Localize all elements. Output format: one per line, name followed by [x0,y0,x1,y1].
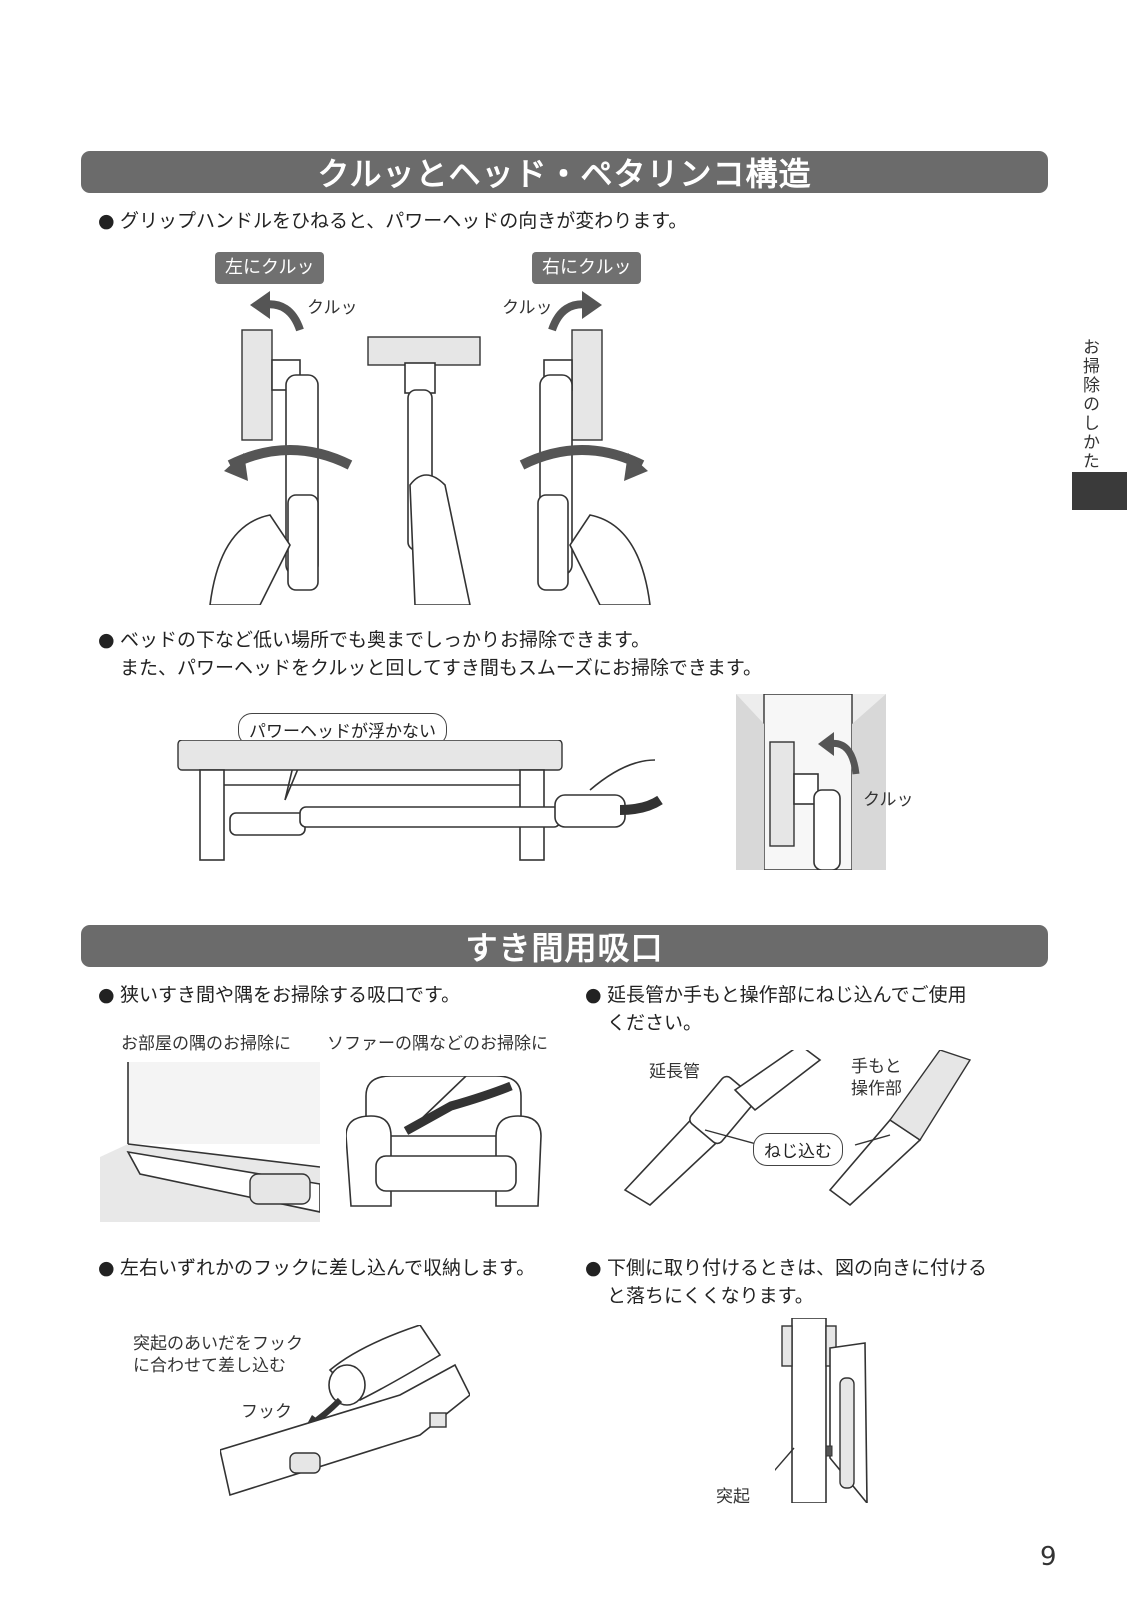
side-tab-marker [1072,472,1127,510]
head-rotation-illustration [209,291,651,605]
caption-sofa-corner: ソファーの隅などのお掃除に [327,1034,548,1054]
bullet-crevice-nozzle: ●狭いすき間や隅をお掃除する吸口です。 [98,982,460,1009]
sofa-corner-illustration [346,1076,542,1207]
label-extension-pipe: 延長管 [649,1062,700,1082]
bullet-screw-in-line2: ください。 [607,1012,703,1034]
bullet-low-places-line2: また、パワーヘッドをクルッと回してすき間もスムーズにお掃除できます。 [120,657,763,679]
section-title-kurutto: クルッとヘッド・ペタリンコ構造 [81,151,1048,193]
bullet-dot: ● [98,210,115,232]
callout-screw-in: ねじ込む [753,1133,843,1166]
bullet-dot: ● [585,1257,602,1279]
label-hand-control-line1: 手もと [851,1057,902,1077]
bullet-text: グリップハンドルをひねると、パワーヘッドの向きが変わります。 [120,210,688,232]
corner-kurutto-label: クルッ [863,790,914,810]
hook-note-line2: に合わせて差し込む [133,1356,286,1376]
hook-storage-illustration [220,1325,470,1497]
page-number: 9 [1040,1542,1057,1572]
corner-rotation-illustration [736,694,886,870]
bullet-twist-handle: ●グリップハンドルをひねると、パワーヘッドの向きが変わります。 [98,208,687,235]
label-hand-control-line2: 操作部 [851,1079,902,1099]
room-corner-illustration [100,1062,320,1222]
label-protrusion: 突起 [716,1487,750,1507]
bullet-text-line1: ベッドの下など低い場所でも奥までしっかりお掃除できます。 [120,629,651,651]
bullet-dot: ● [98,984,115,1006]
hook-note-line1: 突起のあいだをフック [133,1334,303,1354]
screw-in-illustration [623,1050,972,1207]
bullet-low-places: ●ベッドの下など低い場所でも奥までしっかりお掃除できます。 [98,627,650,654]
section-title-sukima: すき間用吸口 [81,925,1048,967]
tag-right-kurutto: 右にクルッ [532,252,642,284]
bullet-dot: ● [98,629,115,651]
tag-left-kurutto: 左にクルッ [215,252,325,284]
under-bed-illustration [177,740,663,861]
lower-mount-illustration [775,1318,868,1503]
caption-room-corner: お部屋の隅のお掃除に [121,1034,291,1054]
side-tab-label: お掃除のしかた [1079,338,1099,471]
bullet-dot: ● [585,984,602,1006]
label-hook: フック [241,1402,292,1422]
bullet-lower-mount-line2: と落ちにくくなります。 [607,1285,814,1307]
bullet-text-line1: 延長管か手もと操作部にねじ込んでご使用 [607,984,967,1006]
arrow-left-label: クルッ [307,298,358,318]
bullet-text: 左右いずれかのフックに差し込んで収納します。 [120,1257,536,1279]
bullet-text-line1: 下側に取り付けるときは、図の向きに付ける [607,1257,988,1279]
arrow-right-label: クルッ [502,298,553,318]
bullet-text: 狭いすき間や隅をお掃除する吸口です。 [120,984,461,1006]
bullet-hook-storage: ●左右いずれかのフックに差し込んで収納します。 [98,1255,535,1282]
bullet-lower-mount: ●下側に取り付けるときは、図の向きに付ける [585,1255,987,1282]
bullet-screw-in: ●延長管か手もと操作部にねじ込んでご使用 [585,982,967,1009]
bullet-dot: ● [98,1257,115,1279]
